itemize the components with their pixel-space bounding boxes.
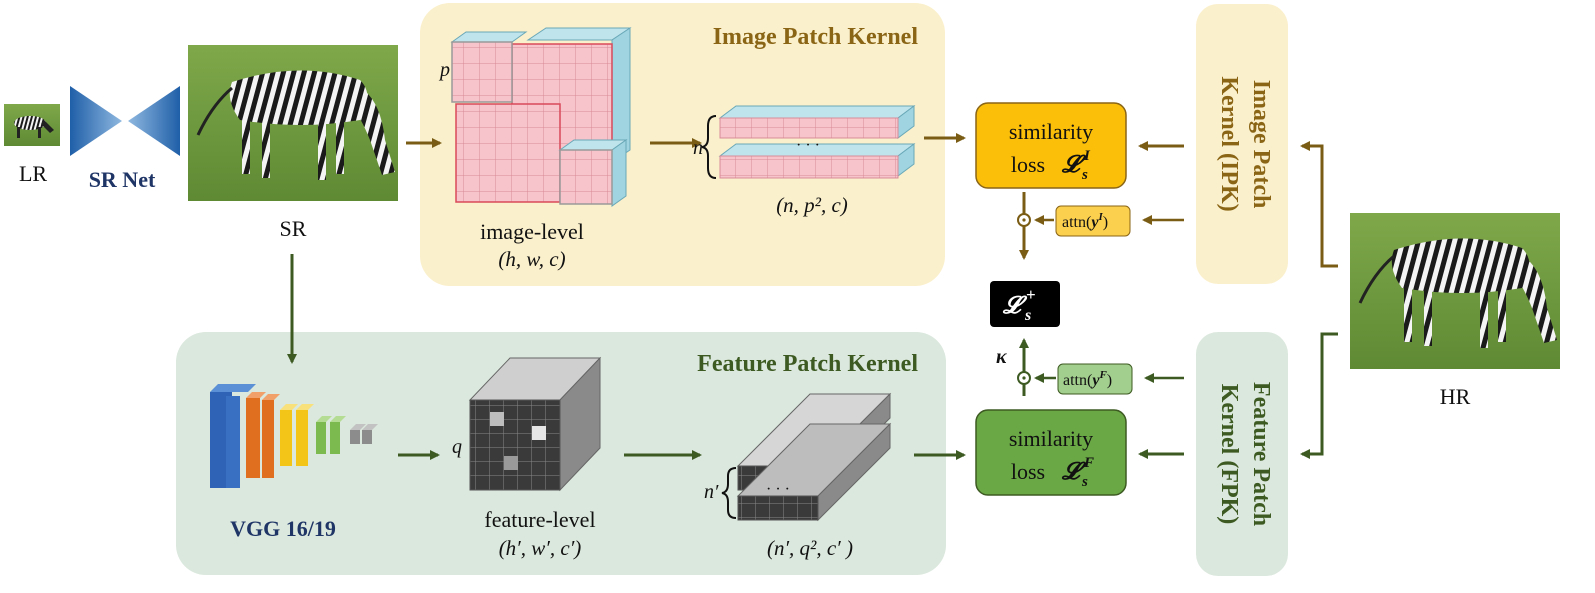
image-attn-var: y (1089, 214, 1099, 231)
image-attn-close: ) (1103, 214, 1108, 231)
combined-loss-box (990, 281, 1060, 327)
n-label: n (693, 137, 703, 159)
image-level-label: image-level (480, 219, 584, 244)
feature-loss-sub: s (1081, 474, 1088, 490)
q-label: q (452, 436, 462, 458)
image-level-dims: (h, w, c) (498, 247, 565, 271)
sr-image (188, 45, 398, 201)
hr-to-ipk-connector (1300, 141, 1338, 268)
image-attn-sup: I (1097, 211, 1103, 223)
fpk-line1: Feature Patch (1248, 382, 1274, 526)
combined-loss-sup: + (1026, 285, 1036, 304)
image-level-patch-cube (450, 27, 632, 207)
feature-level-label: feature-level (484, 507, 595, 532)
lr-label: LR (19, 161, 47, 186)
feature-attn-open: attn( (1063, 372, 1092, 389)
fpk-label: Feature Patch Kernel (FPK) (1216, 382, 1274, 526)
hr-to-fpk-connector (1300, 332, 1338, 459)
image-attn-box (1055, 205, 1131, 237)
fpk-panel (1196, 332, 1288, 576)
image-loss-sub: s (1081, 167, 1088, 183)
image-panel-title: Image Patch Kernel (713, 24, 919, 50)
feature-similarity-loss-box (975, 409, 1127, 496)
lr-image (4, 104, 60, 146)
combined-loss-sub: s (1024, 307, 1031, 324)
ipk-panel (1196, 4, 1288, 284)
feature-loss-line2: loss (1011, 459, 1045, 484)
image-patch-dots: · · · (796, 137, 820, 154)
image-attention-multiply-dot (1022, 218, 1026, 222)
feature-loss-line1: similarity (1009, 426, 1093, 451)
feature-attn-text: attn(yF) (1063, 369, 1112, 389)
n-prime-brace (721, 467, 737, 519)
n-prime-label: n′ (704, 481, 719, 503)
hr-image (1350, 213, 1560, 369)
n-brace (701, 115, 717, 179)
sr-net-label: SR Net (89, 167, 156, 192)
vgg-label: VGG 16/19 (230, 516, 336, 541)
feature-attention-multiply-dot (1022, 376, 1026, 380)
feature-attn-sup: F (1098, 369, 1107, 381)
feature-patch-dots: · · · (766, 481, 790, 498)
ipk-line2: Kernel (IPK) (1216, 76, 1242, 211)
image-patch-rows (718, 105, 916, 179)
ipk-label: Image Patch Kernel (IPK) (1216, 76, 1274, 211)
feature-panel-title: Feature Patch Kernel (697, 351, 918, 377)
feature-attn-box (1057, 363, 1133, 395)
hr-label: HR (1440, 384, 1471, 409)
ipk-line1: Image Patch (1248, 80, 1274, 209)
image-attn-open: attn( (1062, 214, 1091, 231)
image-loss-sup: I (1083, 148, 1091, 164)
vgg-network-icon (210, 384, 378, 488)
feature-patch-rows (736, 392, 892, 522)
sr-net-icon (70, 86, 180, 156)
image-patch-dims: (n, p², c) (776, 193, 848, 217)
image-attn-text: attn(yI) (1062, 211, 1108, 231)
sr-label: SR (280, 216, 307, 241)
image-similarity-loss-box (975, 102, 1127, 189)
fpk-line2: Kernel (FPK) (1216, 384, 1242, 525)
feature-loss-sup: F (1083, 455, 1094, 471)
feature-patch-dims: (n′, q², c′ ) (767, 536, 853, 560)
feature-level-dims: (h′, w′, c′) (499, 536, 582, 560)
image-loss-line2: loss (1011, 152, 1045, 177)
feature-level-patch-cube (468, 356, 602, 492)
feature-attn-var: y (1090, 372, 1100, 389)
feature-attn-close: ) (1107, 372, 1112, 389)
kappa-label: κ (996, 346, 1007, 368)
p-label: p (438, 59, 450, 81)
image-loss-line1: similarity (1009, 119, 1093, 144)
